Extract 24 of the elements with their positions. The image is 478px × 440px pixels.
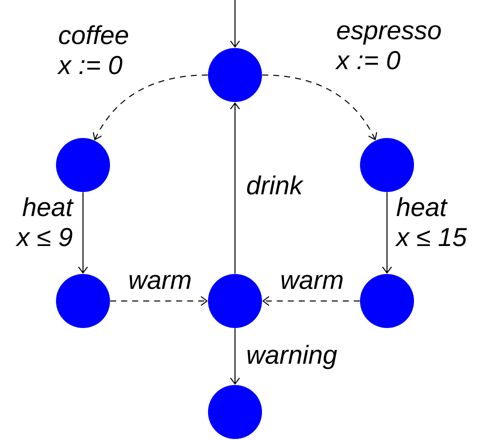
state-circle: [208, 48, 262, 102]
state-circle: [56, 274, 110, 328]
state-circle: [56, 138, 110, 192]
edge-label: espresso x := 0: [335, 25, 441, 70]
edge-label: heat x ≤ 15: [395, 197, 467, 246]
arrow: [230, 0, 240, 48]
arrow: [230, 102, 240, 274]
arrow: [92, 74, 208, 140]
edge-label: drink: [247, 175, 304, 195]
arrow: [230, 328, 240, 385]
arrow: [262, 74, 378, 140]
state-circle: [208, 385, 262, 439]
edge-label: warm: [130, 274, 191, 290]
arrow: [110, 296, 208, 306]
state-circle: [360, 138, 414, 192]
edge-label: heat x ≤ 9: [16, 197, 74, 246]
arrow: [382, 192, 392, 274]
edge-label: coffee x := 0: [57, 25, 128, 74]
edge-label: warm: [282, 274, 343, 290]
state-circle: [360, 274, 414, 328]
state-circle: [208, 274, 262, 328]
arrow: [78, 192, 88, 274]
arrow: [262, 296, 360, 306]
edge-label: warning: [248, 344, 337, 370]
